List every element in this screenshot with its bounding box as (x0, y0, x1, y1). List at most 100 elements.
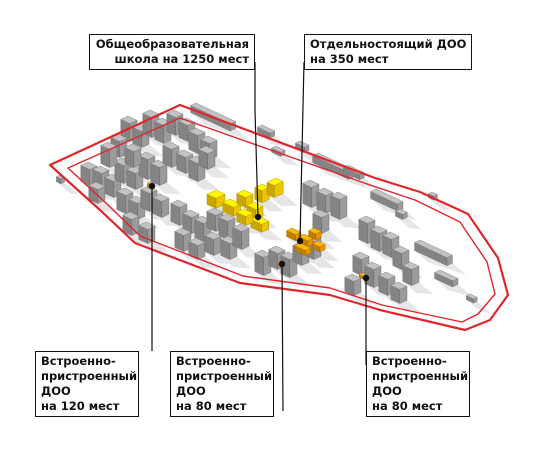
residential-building-40-roof (254, 249, 272, 258)
callout-standalone-line2: на 350 мест (310, 52, 389, 66)
residential-building-47-roof (330, 191, 348, 200)
residential-building-35 (174, 227, 192, 252)
commercial-building-11 (465, 293, 478, 304)
residential-building-8 (150, 159, 168, 186)
residential-building-46 (316, 187, 334, 214)
residential-building-28-roof (122, 211, 140, 220)
residential-building-19-roof (124, 143, 142, 152)
residential-building-56 (390, 281, 408, 304)
kindergarten-building-1-roof (286, 227, 302, 235)
residential-building-55-roof (378, 271, 396, 280)
leader-school (254, 62, 259, 218)
residential-building-14-roof (178, 117, 196, 126)
residential-building-39-roof (232, 223, 250, 232)
commercial-building-10-roof (271, 145, 286, 153)
kindergarten-building-3-roof (308, 227, 322, 235)
callout-school-line2: школа на 1250 мест (114, 52, 249, 66)
residential-building-56-roof (390, 281, 408, 290)
residential-building-34 (218, 213, 236, 240)
site-boundary-inner (67, 117, 496, 323)
school-building-1 (206, 189, 226, 209)
marker-mid (278, 260, 286, 268)
residential-building-24-roof (116, 187, 134, 196)
residential-building-45 (302, 179, 320, 208)
residential-building-52-roof (392, 245, 410, 254)
marker-standalone (296, 237, 304, 245)
commercial-building-6-roof (370, 188, 404, 205)
callout-right-line3: ДОО (372, 384, 402, 398)
residential-building-36-roof (188, 237, 206, 246)
school-building-3 (236, 189, 254, 208)
marker-right (362, 274, 370, 282)
residential-building-47 (330, 191, 348, 220)
callout-right-line2: пристроенный (372, 369, 468, 383)
commercial-building-8-roof (414, 239, 453, 258)
residential-building-20-roof (162, 141, 180, 150)
callout-standalone-line1: Отдельностоящий ДОО (310, 37, 467, 51)
kindergarten-building-4 (294, 242, 312, 256)
callout-school: Общеобразовательная школа на 1250 мест (89, 34, 255, 70)
residential-building-49-roof (358, 215, 376, 224)
commercial-building-9-roof (434, 269, 459, 282)
callout-left-line3: ДОО (41, 384, 71, 398)
residential-building-13-roof (166, 109, 184, 118)
callout-right-line4: на 80 мест (372, 399, 443, 413)
callout-standalone-kindergarten: Отдельностоящий ДОО на 350 мест (304, 34, 472, 70)
residential-building-41-roof (268, 245, 286, 254)
callout-left-line2: пристроенный (41, 369, 137, 383)
commercial-building-7 (395, 208, 408, 220)
callout-right-line1: Встроенно- (372, 354, 447, 368)
residential-building-57-roof (402, 261, 420, 270)
residential-building-52 (392, 245, 410, 270)
residential-building-37-roof (204, 231, 222, 240)
residential-building-46-roof (316, 187, 334, 196)
callout-mid-line3: ДОО (176, 384, 206, 398)
residential-building-47-side (339, 195, 348, 220)
commercial-building-6 (370, 188, 404, 212)
residential-building-36 (188, 237, 206, 260)
leader-mid (281, 263, 284, 412)
leader-lines (148, 61, 370, 412)
commercial-building-9 (434, 269, 459, 288)
callout-school-line1: Общеобразовательная (95, 37, 249, 51)
residential-building-37 (204, 231, 222, 256)
residential-building-39-side (241, 227, 250, 250)
marker-left (148, 182, 156, 190)
residential-building-58 (344, 273, 362, 296)
commercial-building-12-roof (427, 191, 438, 197)
residential-building-18 (100, 141, 118, 168)
residential-building-27-roof (152, 193, 170, 202)
marker-school (254, 213, 262, 221)
callout-mid-line4: на 80 мест (176, 399, 247, 413)
residential-building-54 (364, 261, 382, 288)
residential-building-9-roof (120, 115, 138, 124)
commercial-building-2 (257, 124, 276, 139)
residential-building-19 (124, 143, 142, 168)
residential-building-23 (198, 145, 216, 170)
school-building-2 (222, 198, 242, 217)
residential-building-58-roof (344, 273, 362, 282)
residential-building-50-roof (370, 225, 388, 234)
residential-building-26-roof (140, 185, 158, 194)
residential-building-40 (254, 249, 272, 276)
school-building-3-roof (236, 189, 254, 198)
residential-building-20 (162, 141, 180, 168)
residential-building-39 (232, 223, 250, 250)
residential-building-16-roof (200, 135, 218, 144)
commercial-building-7-roof (395, 208, 408, 215)
residential-building-51-roof (382, 231, 400, 240)
kindergarten-building-5-roof (312, 240, 326, 248)
school-building-6-roof (266, 177, 284, 186)
commercial-building-11-roof (465, 293, 478, 300)
residential-building-57 (402, 261, 420, 286)
residential-building-54-roof (364, 261, 382, 270)
buildings (55, 102, 478, 304)
residential-building-48-roof (312, 209, 330, 218)
kindergarten-building-3 (308, 227, 322, 241)
residential-building-15-roof (188, 127, 206, 136)
residential-building-27 (152, 193, 170, 218)
callout-left-line1: Встроенно- (41, 354, 116, 368)
residential-building-8-side (159, 163, 168, 186)
callout-left-line4: на 120 мест (41, 399, 120, 413)
